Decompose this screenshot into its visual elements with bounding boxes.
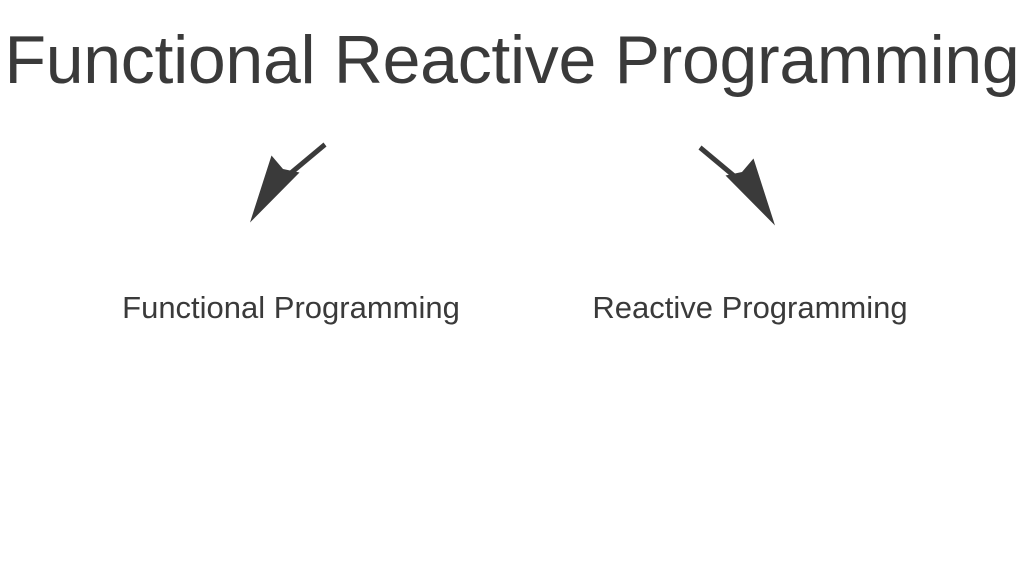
arrow-down-left-icon xyxy=(250,142,327,223)
branch-label-reactive-programming: Reactive Programming xyxy=(592,290,908,325)
page-title: Functional Reactive Programming xyxy=(4,22,1020,98)
arrow-down-right-icon xyxy=(698,145,775,226)
branch-label-functional-programming: Functional Programming xyxy=(122,290,460,325)
